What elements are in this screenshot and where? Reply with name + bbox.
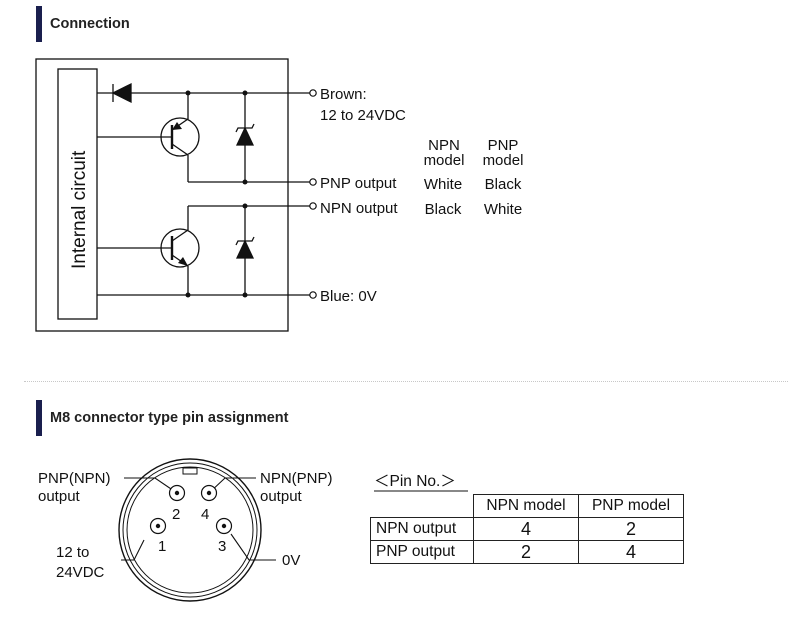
pnp-output-npn-model-color: White <box>424 176 462 193</box>
section-accent-bar <box>36 6 42 42</box>
table-row: PNP output 2 4 <box>370 540 684 564</box>
pin-1-number: 1 <box>158 538 166 555</box>
internal-circuit-block <box>57 68 98 320</box>
npn-transistor-icon <box>97 206 200 295</box>
supply-diode-icon <box>111 82 132 104</box>
npn-output-npn-model-color: Black <box>425 201 462 218</box>
table-row: NPN output 4 2 <box>370 517 684 541</box>
pin-1-label-sub: 24VDC <box>56 564 105 581</box>
pin-table-container: NPN model PNP model NPN output 4 2 PNP o… <box>370 494 684 564</box>
lower-zener-diode-icon <box>235 206 255 295</box>
blue-terminal-label: Blue: 0V <box>320 288 377 305</box>
pnp-output-terminal-label: PNP output <box>320 175 397 192</box>
brown-voltage-label: 12 to 24VDC <box>320 107 406 124</box>
section-accent-bar <box>36 400 42 436</box>
m8-pins <box>149 484 233 535</box>
table-corner-cell <box>370 494 474 518</box>
table-row-label: PNP output <box>370 540 474 564</box>
pnp-output-pnp-model-color: Black <box>485 176 522 193</box>
junction-dots <box>185 90 248 298</box>
pin-table-title: ＜Pin No.＞ <box>374 473 456 490</box>
npn-output-terminal-label: NPN output <box>320 200 398 217</box>
pin-4-number: 4 <box>201 506 209 523</box>
connection-section-header: Connection <box>36 6 130 42</box>
pin-assignment-table: NPN model PNP model NPN output 4 2 PNP o… <box>370 494 684 564</box>
pnp-model-header: PNP <box>488 137 519 154</box>
sensor-outline-box <box>35 58 289 332</box>
section-divider <box>24 381 788 382</box>
pnp-transistor-icon <box>97 93 200 182</box>
m8-connector-face <box>118 458 276 602</box>
m8-section-title: M8 connector type pin assignment <box>50 410 289 426</box>
pin-4-label-sub: output <box>260 488 303 505</box>
pin-2-label-sub: output <box>38 488 81 505</box>
npn-model-header-sub: model <box>424 152 465 169</box>
m8-section-header: M8 connector type pin assignment <box>36 400 289 436</box>
pin-3-label: 0V <box>282 552 300 569</box>
table-header-pnp-model: PNP model <box>578 494 684 518</box>
pin-2-label: PNP(NPN) <box>38 470 111 487</box>
brown-terminal-label: Brown: <box>320 86 367 103</box>
pnp-model-header-sub: model <box>483 152 524 169</box>
npn-output-pnp-model-color: White <box>484 201 522 218</box>
pin-3-number: 3 <box>218 538 226 555</box>
pin-2-number: 2 <box>172 506 180 523</box>
connection-section-title: Connection <box>50 16 130 32</box>
table-cell: 4 <box>473 517 579 541</box>
table-row-label: NPN output <box>370 517 474 541</box>
table-header-npn-model: NPN model <box>473 494 579 518</box>
terminal-circles <box>309 89 317 299</box>
table-cell: 2 <box>473 540 579 564</box>
table-cell: 2 <box>578 517 684 541</box>
pin-1-label: 12 to <box>56 544 89 561</box>
npn-model-header: NPN <box>428 137 460 154</box>
internal-circuit-label: Internal circuit <box>69 150 90 269</box>
upper-zener-diode-icon <box>235 93 255 182</box>
pin-4-label: NPN(PNP) <box>260 470 333 487</box>
table-header-row: NPN model PNP model <box>370 494 684 518</box>
table-cell: 4 <box>578 540 684 564</box>
